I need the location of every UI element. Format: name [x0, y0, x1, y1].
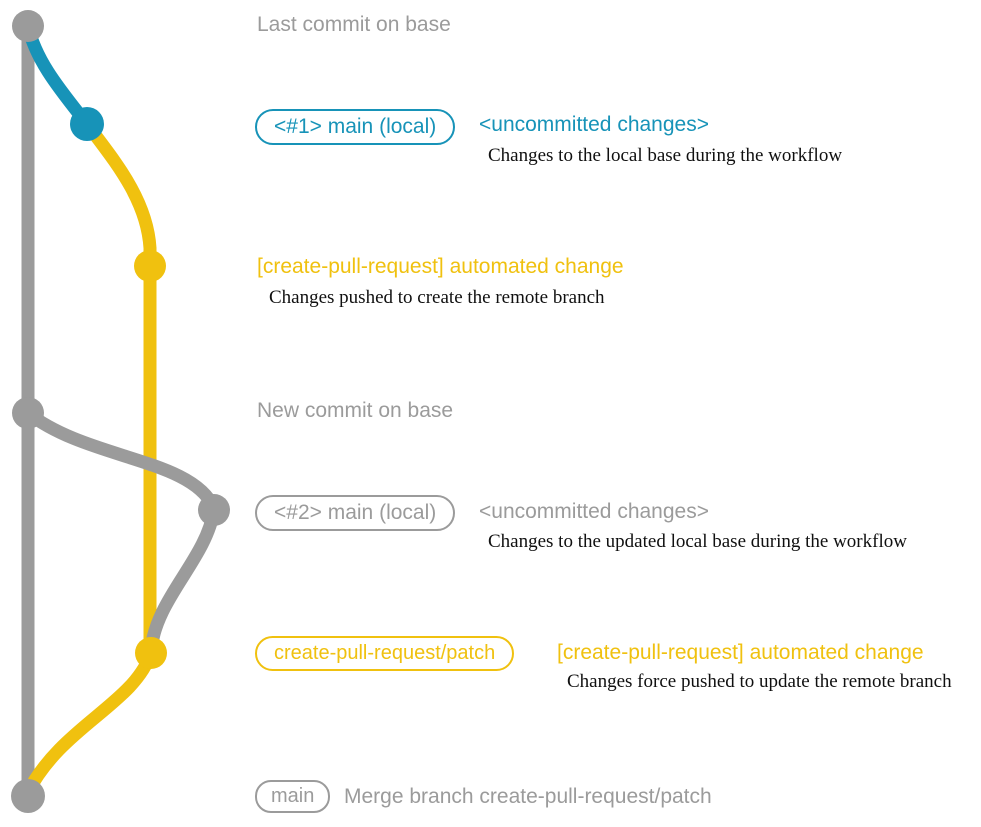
- description-local-base-changes-2: Changes to the updated local base during…: [488, 531, 907, 552]
- remote-branch-line: [80, 117, 157, 660]
- commit-node-local-main-1: [70, 107, 104, 141]
- commit-message-merge-branch: Merge branch create-pull-request/patch: [344, 785, 712, 808]
- git-graph: [11, 10, 230, 813]
- description-local-base-changes-1: Changes to the local base during the wor…: [488, 145, 843, 166]
- local-main-2-to-remote-line: [144, 503, 221, 657]
- commit-node-base-2: [12, 397, 44, 429]
- branch-badge-main-local-1: <#1> main (local): [255, 109, 456, 145]
- commit-message-automated-change-1: [create-pull-request] automated change: [257, 255, 624, 278]
- commit-node-merge: [11, 779, 45, 813]
- description-push-create-remote: Changes pushed to create the remote bran…: [269, 287, 605, 308]
- branch-badge-create-pull-request-patch: create-pull-request/patch: [255, 636, 515, 671]
- local-main-branch-line: [21, 19, 94, 131]
- commit-node-base-1: [12, 10, 44, 42]
- commit-node-remote-1: [134, 250, 166, 282]
- commit-message-automated-change-2: [create-pull-request] automated change: [557, 641, 924, 664]
- description-force-push-remote: Changes force pushed to update the remot…: [567, 671, 952, 692]
- annotation-uncommitted-changes-1: <uncommitted changes>: [479, 113, 709, 136]
- commit-node-remote-2: [135, 637, 167, 669]
- remote-merge-line: [21, 646, 158, 799]
- heading-new-commit-on-base: New commit on base: [257, 399, 454, 422]
- branch-badge-main-local-2: <#2> main (local): [255, 495, 456, 531]
- branch-badge-main: main: [255, 780, 331, 813]
- base-to-local-main-2-line: [21, 406, 221, 515]
- heading-last-commit-on-base: Last commit on base: [257, 13, 451, 36]
- commit-node-local-main-2: [198, 494, 230, 526]
- annotation-uncommitted-changes-2: <uncommitted changes>: [479, 500, 709, 523]
